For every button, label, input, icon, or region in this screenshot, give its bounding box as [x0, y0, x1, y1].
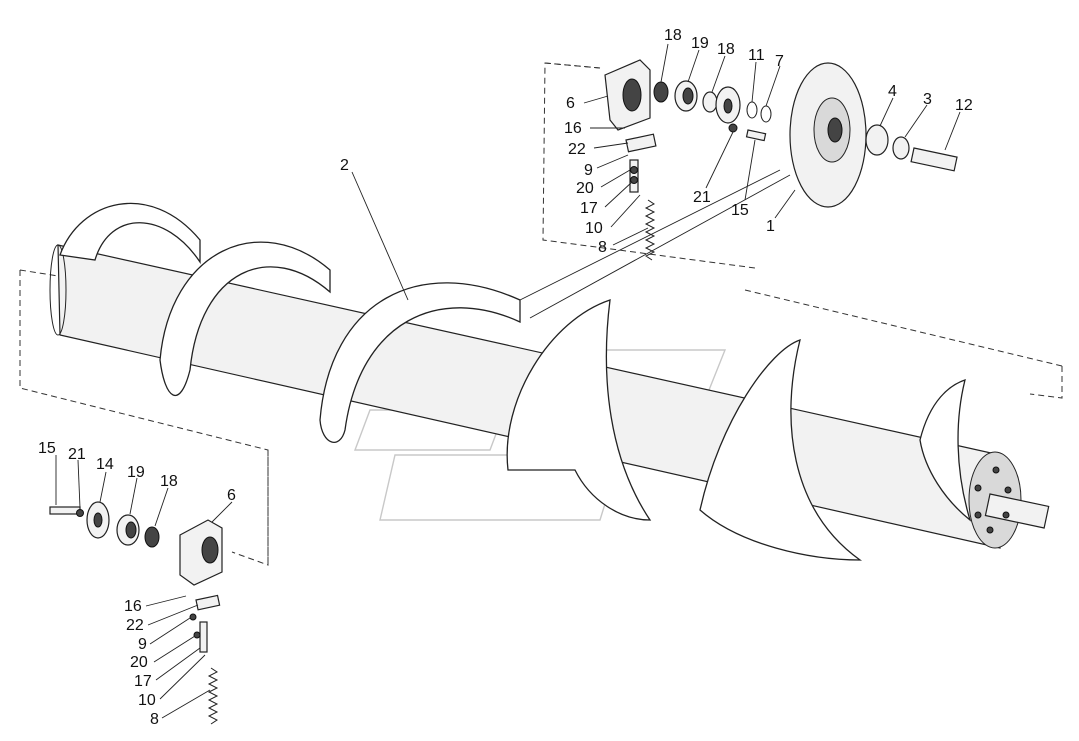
callout-15-left: 15 — [38, 440, 56, 457]
spring-8 — [644, 199, 656, 261]
spring-8-left — [207, 667, 219, 725]
callout-3-top: 3 — [923, 91, 932, 108]
callout-9-top: 9 — [584, 162, 593, 179]
callout-22-top: 22 — [568, 141, 586, 158]
tension-plate-22-left — [195, 594, 221, 611]
callout-16-left: 16 — [124, 598, 142, 615]
callout-21-left: 21 — [68, 446, 86, 463]
bearing-housing-6-left — [179, 519, 223, 586]
callout-20-left: 20 — [130, 654, 148, 671]
callout-1-top: 1 — [766, 218, 775, 235]
nut-21-left — [76, 509, 84, 517]
nut-9-left — [189, 613, 197, 621]
callout-labels-auger: 2 — [340, 157, 349, 174]
callout-22-left: 22 — [126, 617, 144, 634]
bolt-12 — [910, 147, 958, 172]
flight-2 — [159, 241, 331, 396]
nut-20 — [630, 166, 638, 174]
tension-plate-22 — [625, 133, 657, 153]
circlip-7 — [760, 105, 772, 123]
housing-bore — [622, 78, 642, 112]
callout-6-top: 6 — [566, 95, 575, 112]
auger-frame-path — [19, 269, 1063, 565]
top-drive-assembly — [604, 59, 958, 261]
callout-7-top: 7 — [775, 53, 784, 70]
callout-labels-top: 18 19 18 11 7 6 16 22 9 20 17 10 8 21 15… — [564, 27, 973, 256]
flight-1 — [59, 202, 201, 265]
callout-11-top: 11 — [748, 47, 765, 64]
dashed-group-frames — [19, 62, 1063, 566]
callout-21-top: 21 — [693, 189, 711, 206]
callout-8-left: 8 — [150, 711, 159, 728]
callout-16-top: 16 — [564, 120, 582, 137]
callout-17-top: 17 — [580, 200, 598, 217]
leader-lines — [55, 43, 961, 719]
callout-20-top: 20 — [576, 180, 594, 197]
left-drive-assembly — [49, 501, 223, 725]
top-assembly-frame-path — [542, 62, 1063, 399]
flight-4 — [506, 299, 652, 521]
flight-5 — [699, 339, 863, 561]
tension-bolt-17-left — [199, 621, 208, 653]
bolt-15 — [745, 129, 767, 142]
seal-18-left — [144, 526, 160, 548]
bolt-15-left — [49, 506, 81, 515]
callout-9-left: 9 — [138, 636, 147, 653]
callout-labels-left: 15 21 14 19 18 6 16 22 9 20 17 10 8 — [38, 440, 236, 728]
washer-3 — [892, 136, 910, 160]
washer-11 — [746, 101, 758, 119]
end-plate-bolts — [974, 466, 1012, 534]
callout-19-top: 19 — [691, 35, 709, 52]
callout-10-left: 10 — [138, 692, 156, 709]
top-assembly-frame — [544, 62, 601, 69]
callout-15-top: 15 — [731, 202, 749, 219]
nut-21 — [728, 123, 738, 133]
callout-18-top-b: 18 — [717, 41, 735, 58]
callout-10-top: 10 — [585, 220, 603, 237]
tube-left-end — [49, 244, 67, 336]
flight-3 — [319, 282, 521, 443]
spacer-4 — [865, 124, 889, 156]
callout-2-auger: 2 — [340, 157, 349, 174]
callout-4-top: 4 — [888, 83, 897, 100]
auger-flights — [59, 202, 972, 561]
callout-6-left: 6 — [227, 487, 236, 504]
flight-6 — [919, 379, 972, 522]
callout-8-top: 8 — [598, 239, 607, 256]
seal-18-top-right — [702, 91, 718, 113]
seal-18-top-left — [653, 81, 669, 103]
callout-19-left: 19 — [127, 464, 145, 481]
callout-17-left: 17 — [134, 673, 152, 690]
callout-18-top-a: 18 — [664, 27, 682, 44]
callout-12-top: 12 — [955, 97, 973, 114]
nut-9 — [630, 176, 638, 184]
nut-20-left — [193, 631, 201, 639]
callout-18-left: 18 — [160, 473, 178, 490]
drive-shaft — [984, 493, 1050, 529]
callout-14-left: 14 — [96, 456, 114, 473]
left-assembly-frame-path — [231, 450, 269, 566]
